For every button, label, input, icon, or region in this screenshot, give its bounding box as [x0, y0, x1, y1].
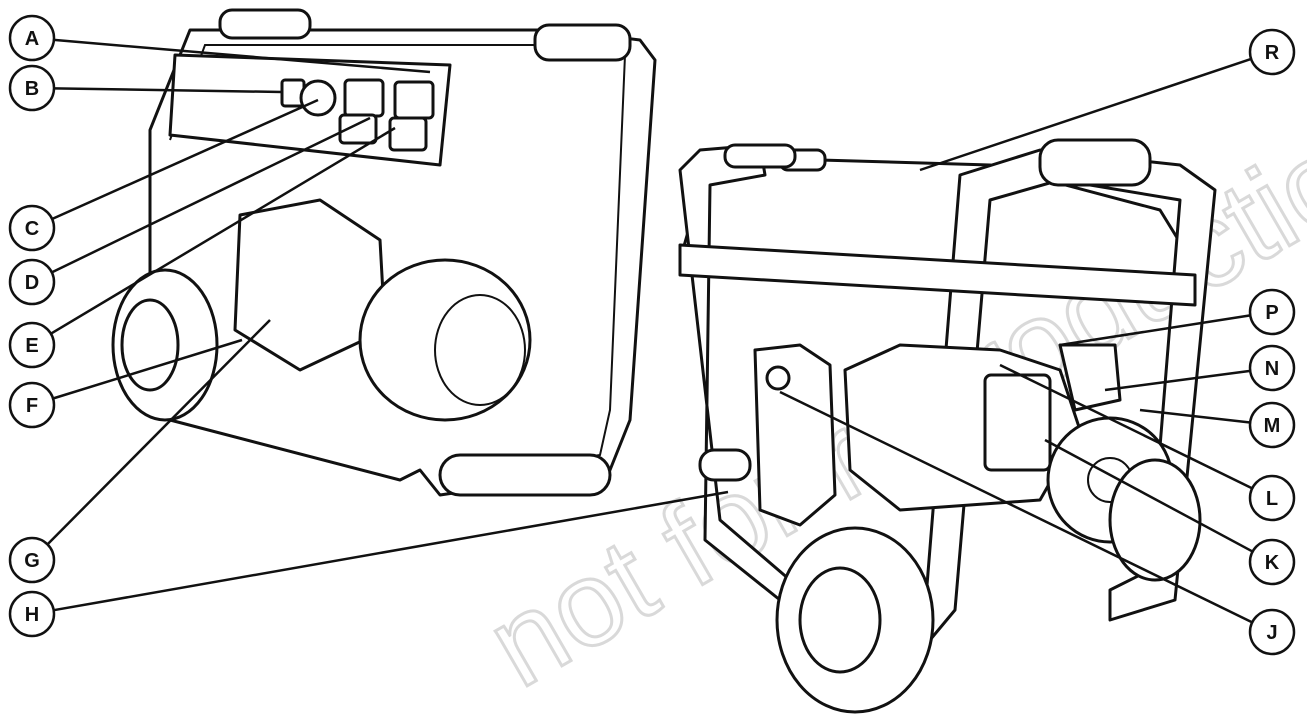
alternator-cover — [434, 294, 526, 406]
rear-wheel-hub — [798, 566, 882, 674]
callout-letter: F — [26, 395, 38, 417]
callout-k: K — [1044, 438, 1296, 586]
callout-bubble — [1248, 28, 1296, 76]
callout-letter: N — [1265, 358, 1279, 380]
callout-leader-line — [52, 338, 243, 400]
callout-f: F — [8, 338, 243, 429]
callout-h: H — [8, 490, 729, 638]
callout-letter: R — [1265, 42, 1280, 64]
callout-leader-line — [50, 126, 396, 335]
panel-outlet-1 — [343, 78, 385, 118]
callout-bubble — [1248, 288, 1296, 336]
callout-leader-line — [1059, 314, 1251, 347]
callout-bubble — [8, 321, 56, 369]
front-side-handle — [533, 23, 632, 62]
callout-n: N — [1104, 344, 1296, 392]
callout-leader-line — [51, 98, 319, 221]
tank-base-plate — [678, 243, 1197, 307]
generator-rear-view — [678, 138, 1217, 714]
callout-leader-line — [919, 57, 1252, 172]
generator-front-view — [111, 8, 657, 497]
callout-bubble — [8, 590, 56, 638]
muffler-outlet — [765, 365, 791, 391]
callout-letter: H — [25, 604, 39, 626]
callout-leader-line — [1104, 369, 1251, 392]
callout-letter: L — [1266, 488, 1278, 510]
panel-outlet-3 — [338, 113, 378, 145]
fuel-valve-body — [1058, 343, 1122, 412]
callout-letter: K — [1265, 552, 1280, 574]
callout-leader-line — [999, 363, 1253, 490]
rear-top-handle — [723, 143, 797, 169]
callout-bubble — [8, 536, 56, 584]
callout-bubble — [8, 14, 56, 62]
callout-bubble — [8, 258, 56, 306]
callout-p: P — [1059, 288, 1296, 347]
callout-leader-line — [53, 87, 283, 94]
callout-bubble — [1248, 474, 1296, 522]
muffler — [753, 343, 837, 527]
callout-letter: M — [1264, 415, 1281, 437]
callout-letter: G — [24, 550, 40, 572]
callout-leader-line — [1139, 408, 1251, 424]
callout-labels: A B C D E F G H R P N M L K J — [8, 14, 1296, 656]
callout-m: M — [1139, 401, 1296, 449]
callout-bubble — [8, 64, 56, 112]
callout-leader-line — [1044, 438, 1254, 553]
callout-leader-line — [51, 116, 371, 274]
callout-l: L — [999, 363, 1296, 522]
callout-letter: J — [1266, 622, 1277, 644]
callout-leader-line — [53, 38, 431, 74]
callout-leader-line — [53, 490, 729, 612]
front-top-handle — [218, 8, 312, 40]
front-wheel-hub — [120, 298, 180, 392]
callout-j: J — [779, 390, 1296, 656]
callout-bubble — [8, 381, 56, 429]
alternator-housing — [358, 258, 532, 422]
rear-wheel-far — [1108, 458, 1202, 582]
rear-support-tube — [698, 448, 752, 482]
callout-c: C — [8, 98, 319, 252]
rear-handle — [1038, 138, 1152, 187]
callout-leader-line — [46, 319, 271, 546]
callout-b: B — [8, 64, 283, 112]
callout-letter: B — [25, 78, 39, 100]
front-foot-tube — [438, 453, 612, 497]
callout-g: G — [8, 319, 271, 584]
callout-a: A — [8, 14, 431, 74]
callout-letter: C — [25, 218, 39, 240]
panel-outlet-4 — [388, 116, 428, 152]
callout-r: R — [919, 28, 1296, 172]
air-filter — [983, 373, 1052, 472]
callout-e: E — [8, 126, 396, 369]
callout-bubble — [1248, 344, 1296, 392]
callout-bubble — [1248, 538, 1296, 586]
callout-letter: E — [25, 335, 38, 357]
callout-d: D — [8, 116, 371, 306]
callout-letter: D — [25, 272, 39, 294]
callout-bubble — [8, 204, 56, 252]
callout-letter: A — [25, 28, 39, 50]
callout-leader-line — [779, 390, 1253, 624]
callout-letter: P — [1265, 302, 1278, 324]
panel-twistlock-outlet — [299, 79, 337, 117]
callout-bubble — [1248, 401, 1296, 449]
callout-bubble — [1248, 608, 1296, 656]
panel-outlet-2 — [393, 80, 435, 120]
